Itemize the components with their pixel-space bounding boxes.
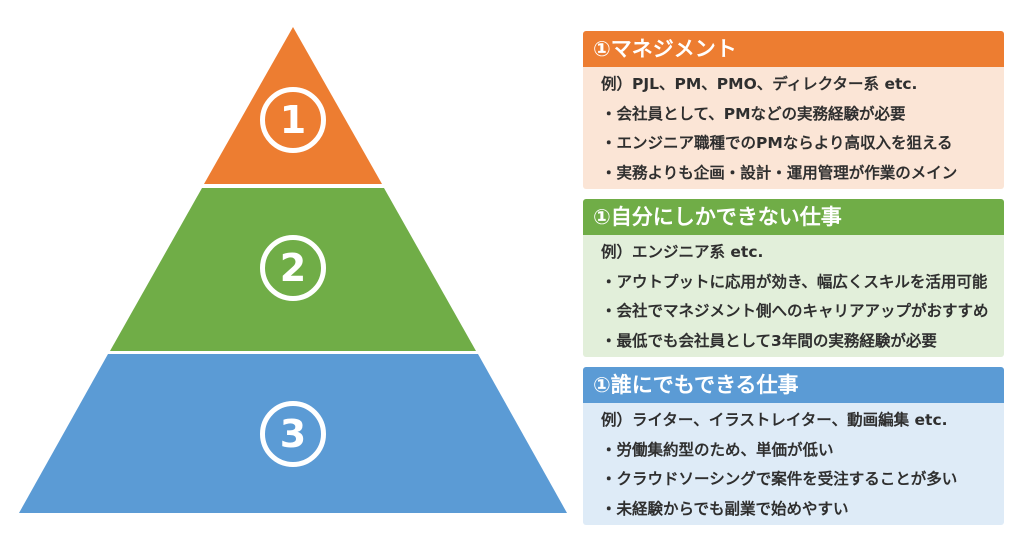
panel-anyone-work: ①誰にでもできる仕事 例）ライター、イラストレイター、動画編集 etc. ・労働… (583, 367, 1004, 525)
pyramid-level-3-number-badge: 3 (260, 401, 326, 467)
panel-line: ・クラウドソーシングで案件を受注することが多い (601, 470, 958, 488)
panel-line: ・会社員として、PMなどの実務経験が必要 (601, 104, 906, 123)
pyramid-level-1-number: 1 (279, 98, 307, 142)
panel-line: ・アウトプットに応用が効き、幅広くスキルを活用可能 (601, 272, 988, 291)
panel-unique-work-body: 例）エンジニア系 etc. ・アウトプットに応用が効き、幅広くスキルを活用可能 … (583, 235, 1004, 357)
panel-line: ・最低でも会社員として3年間の実務経験が必要 (601, 331, 937, 350)
pyramid-level-2-number-badge: 2 (260, 235, 326, 301)
panel-line: ・未経験からでも副業で始めやすい (601, 499, 849, 518)
panel-line: ・労働集約型のため、単価が低い (601, 440, 834, 459)
panel-line: ・会社でマネジメント側へのキャリアアップがおすすめ (601, 302, 989, 320)
pyramid-level-1-number-badge: 1 (260, 87, 326, 153)
panel-anyone-work-header: ①誰にでもできる仕事 (583, 367, 1004, 403)
panel-anyone-work-body: 例）ライター、イラストレイター、動画編集 etc. ・労働集約型のため、単価が低… (583, 403, 1004, 525)
pyramid-level-2-number: 2 (279, 246, 307, 290)
panel-management-body: 例）PJL、PM、PMO、ディレクター系 etc. ・会社員として、PMなどの実… (583, 67, 1004, 189)
panel-line: ・実務よりも企画・設計・運用管理が作業のメイン (601, 163, 958, 182)
panel-unique-work-header: ①自分にしかできない仕事 (583, 199, 1004, 235)
panel-line: ・エンジニア職種でのPMならより高収入を狙える (601, 134, 953, 152)
panel-line: 例）エンジニア系 etc. (601, 243, 764, 261)
pyramid-level-3-number: 3 (279, 412, 307, 456)
panel-management: ①マネジメント 例）PJL、PM、PMO、ディレクター系 etc. ・会社員とし… (583, 31, 1004, 189)
pyramid: 1 2 3 (19, 27, 567, 513)
panel-line: 例）PJL、PM、PMO、ディレクター系 etc. (601, 75, 918, 93)
panel-line: 例）ライター、イラストレイター、動画編集 etc. (601, 411, 948, 429)
panel-management-header: ①マネジメント (583, 31, 1004, 67)
panel-unique-work: ①自分にしかできない仕事 例）エンジニア系 etc. ・アウトプットに応用が効き… (583, 199, 1004, 357)
